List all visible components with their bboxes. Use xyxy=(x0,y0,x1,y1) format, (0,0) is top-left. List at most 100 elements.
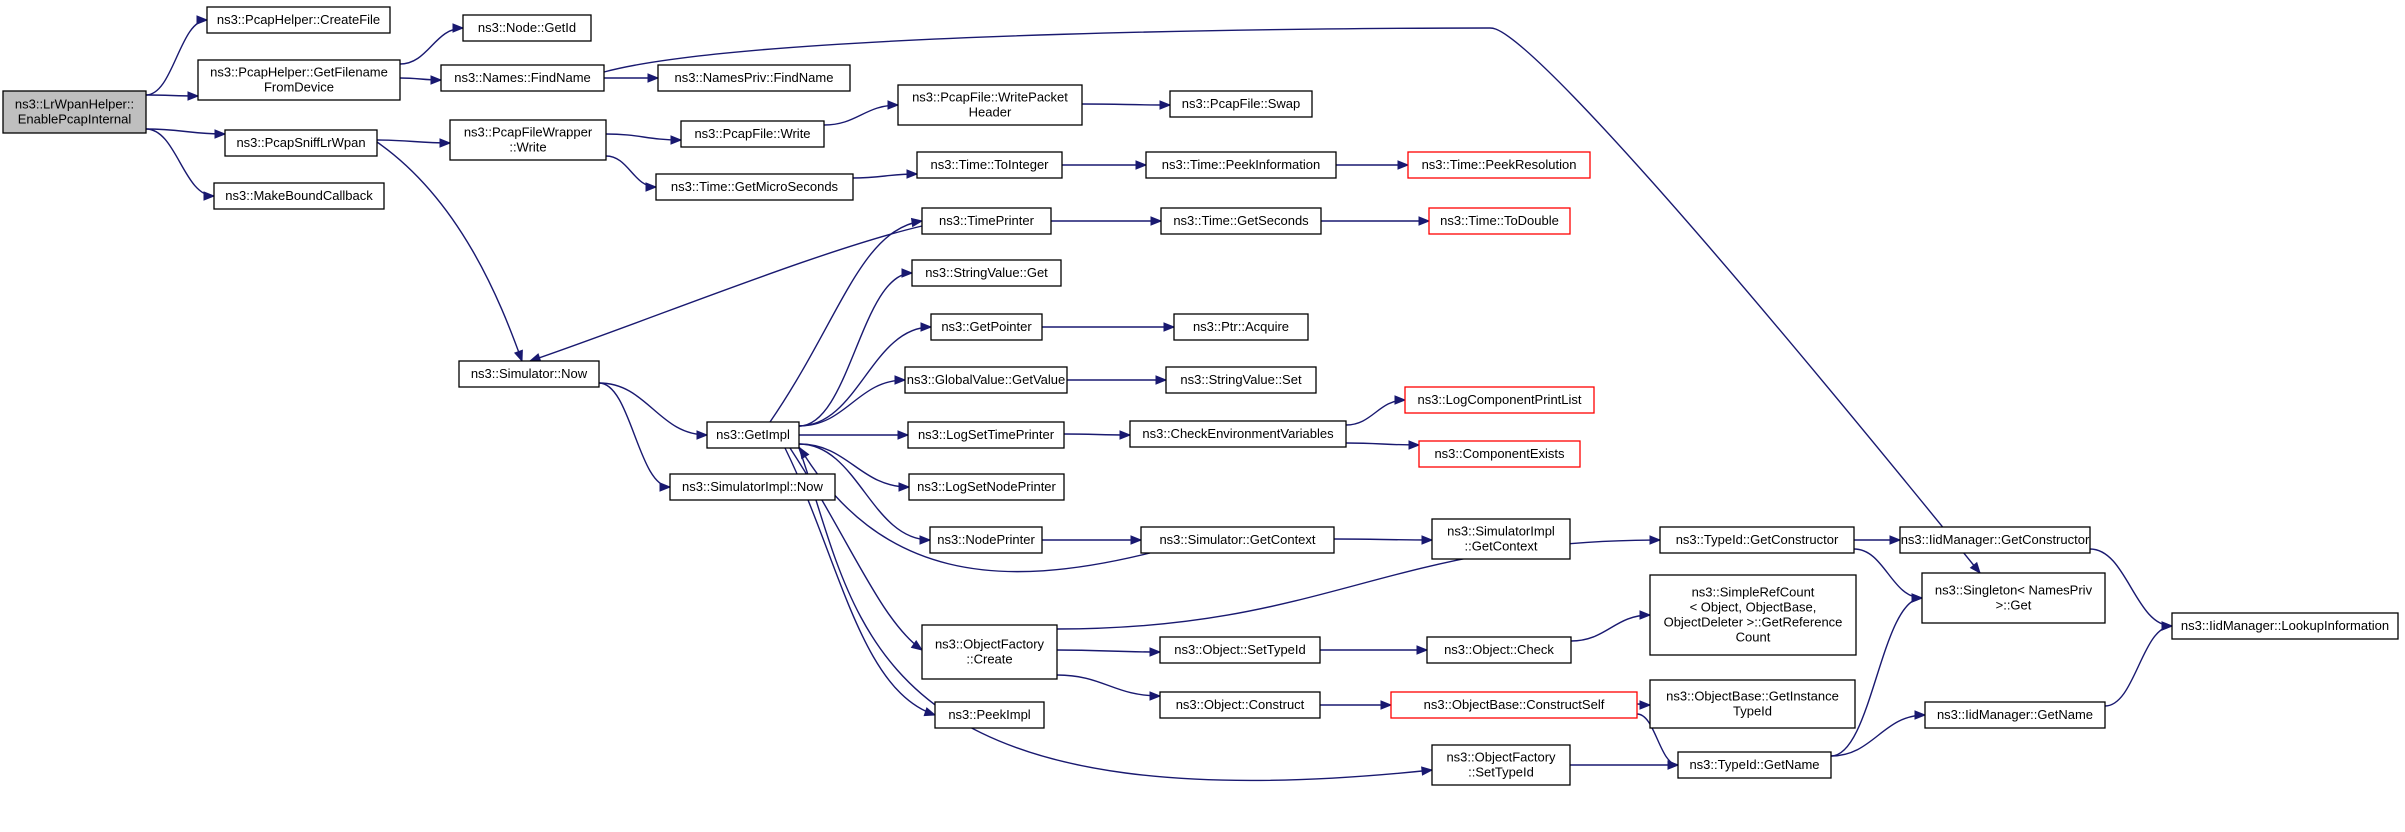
node-label: ns3::PcapHelper::GetFilename xyxy=(210,65,388,80)
edge-pfwwrite-to-pfwrite xyxy=(605,133,683,145)
arrowhead xyxy=(799,446,810,460)
node-label: ns3::ObjectFactory xyxy=(935,637,1045,652)
node-label: ns3::Time::GetSeconds xyxy=(1173,213,1309,228)
node-label: Header xyxy=(969,105,1012,120)
node-box xyxy=(657,64,851,92)
node-label: ns3::LrWpanHelper:: xyxy=(15,97,134,112)
node-box xyxy=(1428,207,1571,235)
edge-line xyxy=(798,379,906,427)
node-gvgetvalue[interactable]: ns3::GlobalValue::GetValue xyxy=(904,366,1068,394)
node-makebound[interactable]: ns3::MakeBoundCallback xyxy=(213,182,385,210)
node-sniff[interactable]: ns3::PcapSniffLrWpan xyxy=(224,129,378,157)
node-simimplgetctx[interactable]: ns3::SimulatorImpl::GetContext xyxy=(1431,518,1571,560)
node-box xyxy=(1924,701,2106,729)
node-logcomplist[interactable]: ns3::LogComponentPrintList xyxy=(1404,386,1595,414)
node-box xyxy=(1165,366,1317,394)
node-getmicro[interactable]: ns3::Time::GetMicroSeconds xyxy=(655,173,854,201)
edge-line xyxy=(376,139,451,144)
arrowhead xyxy=(647,73,660,83)
edge-line xyxy=(798,447,1433,782)
node-namesfind[interactable]: ns3::Names::FindName xyxy=(440,64,605,92)
node-timeprinter[interactable]: ns3::TimePrinter xyxy=(921,207,1052,235)
node-root[interactable]: ns3::LrWpanHelper::EnablePcapInternal xyxy=(2,90,147,134)
edge-tidgetname-to-singleton xyxy=(1830,593,1924,757)
edge-getimpl-to-nodeprinter xyxy=(798,443,932,545)
node-layer: ns3::LrWpanHelper::EnablePcapInternalns3… xyxy=(2,6,2399,786)
node-iidlookup[interactable]: ns3::IidManager::LookupInformation xyxy=(2171,612,2399,640)
node-peekres[interactable]: ns3::Time::PeekResolution xyxy=(1407,151,1591,179)
node-label: ns3::IidManager::GetConstructor xyxy=(1901,532,2090,547)
node-checkenv[interactable]: ns3::CheckEnvironmentVariables xyxy=(1129,420,1347,448)
node-ptracquire[interactable]: ns3::Ptr::Acquire xyxy=(1173,313,1309,341)
node-box xyxy=(680,120,825,148)
node-box xyxy=(897,84,1083,126)
node-iidgetctor[interactable]: ns3::IidManager::GetConstructor xyxy=(1899,526,2091,554)
edge-line xyxy=(376,141,523,362)
node-label: ns3::Time::PeekInformation xyxy=(1162,157,1320,172)
node-getseconds[interactable]: ns3::Time::GetSeconds xyxy=(1160,207,1322,235)
node-peekinfo[interactable]: ns3::Time::PeekInformation xyxy=(1145,151,1337,179)
node-simgetctx[interactable]: ns3::Simulator::GetContext xyxy=(1140,526,1335,554)
node-getimpl[interactable]: ns3::GetImpl xyxy=(706,421,800,449)
node-label: Count xyxy=(1736,630,1771,645)
node-box xyxy=(921,624,1058,680)
edge-objfactcreate-to-objsettypeid xyxy=(1056,647,1162,657)
node-singleton[interactable]: ns3::Singleton< NamesPriv >::Get xyxy=(1921,572,2106,624)
arrowhead xyxy=(1639,700,1652,710)
node-peekimpl[interactable]: ns3::PeekImpl xyxy=(934,701,1045,729)
node-getpointer[interactable]: ns3::GetPointer xyxy=(930,313,1043,341)
node-tidgetctor[interactable]: ns3::TypeId::GetConstructor xyxy=(1659,526,1855,554)
node-tointeger[interactable]: ns3::Time::ToInteger xyxy=(916,151,1063,179)
node-label: ns3::Simulator::Now xyxy=(471,366,588,381)
node-strvalget[interactable]: ns3::StringValue::Get xyxy=(911,259,1062,287)
node-compexists[interactable]: ns3::ComponentExists xyxy=(1418,440,1581,468)
arrowhead xyxy=(1150,216,1163,226)
node-objfactcreate[interactable]: ns3::ObjectFactory::Create xyxy=(921,624,1058,680)
node-objconstruct[interactable]: ns3::Object::Construct xyxy=(1159,691,1321,719)
node-simimplnow[interactable]: ns3::SimulatorImpl::Now xyxy=(669,473,836,501)
node-namesprivfind[interactable]: ns3::NamesPriv::FindName xyxy=(657,64,851,92)
node-todouble[interactable]: ns3::Time::ToDouble xyxy=(1428,207,1571,235)
node-nodeprinter[interactable]: ns3::NodePrinter xyxy=(929,526,1043,554)
edge-getimpl-to-timeprinter xyxy=(769,217,924,423)
node-simplerefcount[interactable]: ns3::SimpleRefCount< Object, ObjectBase,… xyxy=(1649,574,1857,656)
arrowhead xyxy=(1394,395,1407,405)
edge-getimpl-to-getpointer xyxy=(798,322,933,427)
edge-timeprinter-to-simnow xyxy=(528,225,923,363)
edge-line xyxy=(603,27,1981,574)
edge-checkenv-to-compexists xyxy=(1345,440,1421,450)
node-iidgetname[interactable]: ns3::IidManager::GetName xyxy=(1924,701,2106,729)
node-box xyxy=(197,59,401,101)
node-swap[interactable]: ns3::PcapFile::Swap xyxy=(1169,90,1313,118)
node-logsetnode[interactable]: ns3::LogSetNodePrinter xyxy=(908,473,1065,501)
node-strvalset[interactable]: ns3::StringValue::Set xyxy=(1165,366,1317,394)
node-nodegetid[interactable]: ns3::Node::GetId xyxy=(462,14,592,42)
node-objbasecs[interactable]: ns3::ObjectBase::ConstructSelf xyxy=(1390,691,1638,719)
node-objcheck[interactable]: ns3::Object::Check xyxy=(1426,636,1572,664)
edge-line xyxy=(399,27,464,65)
node-objfactsettid[interactable]: ns3::ObjectFactory::SetTypeId xyxy=(1431,744,1571,786)
arrowhead xyxy=(923,707,937,717)
node-pfwwrite[interactable]: ns3::PcapFileWrapper::Write xyxy=(449,119,607,161)
arrowhead xyxy=(1159,100,1172,110)
node-simnow[interactable]: ns3::Simulator::Now xyxy=(458,360,600,388)
node-box xyxy=(930,313,1043,341)
node-pfwrite[interactable]: ns3::PcapFile::Write xyxy=(680,120,825,148)
node-tidgetname[interactable]: ns3::TypeId::GetName xyxy=(1677,751,1832,779)
node-createfile[interactable]: ns3::PcapHelper::CreateFile xyxy=(206,6,391,34)
arrowhead xyxy=(897,430,910,440)
edge-line xyxy=(605,155,657,188)
node-objsettypeid[interactable]: ns3::Object::SetTypeId xyxy=(1159,636,1321,664)
edge-line xyxy=(1081,103,1171,106)
node-label: ns3::SimulatorImpl xyxy=(1447,524,1555,539)
node-label: ns3::TypeId::GetConstructor xyxy=(1676,532,1839,547)
node-logsettime[interactable]: ns3::LogSetTimePrinter xyxy=(907,421,1065,449)
node-label: FromDevice xyxy=(264,80,334,95)
node-label: ns3::LogComponentPrintList xyxy=(1417,392,1581,407)
arrowhead xyxy=(1397,160,1410,170)
node-label: ns3::PcapHelper::CreateFile xyxy=(217,12,380,27)
node-label: ns3::ObjectBase::GetInstance xyxy=(1666,689,1839,704)
